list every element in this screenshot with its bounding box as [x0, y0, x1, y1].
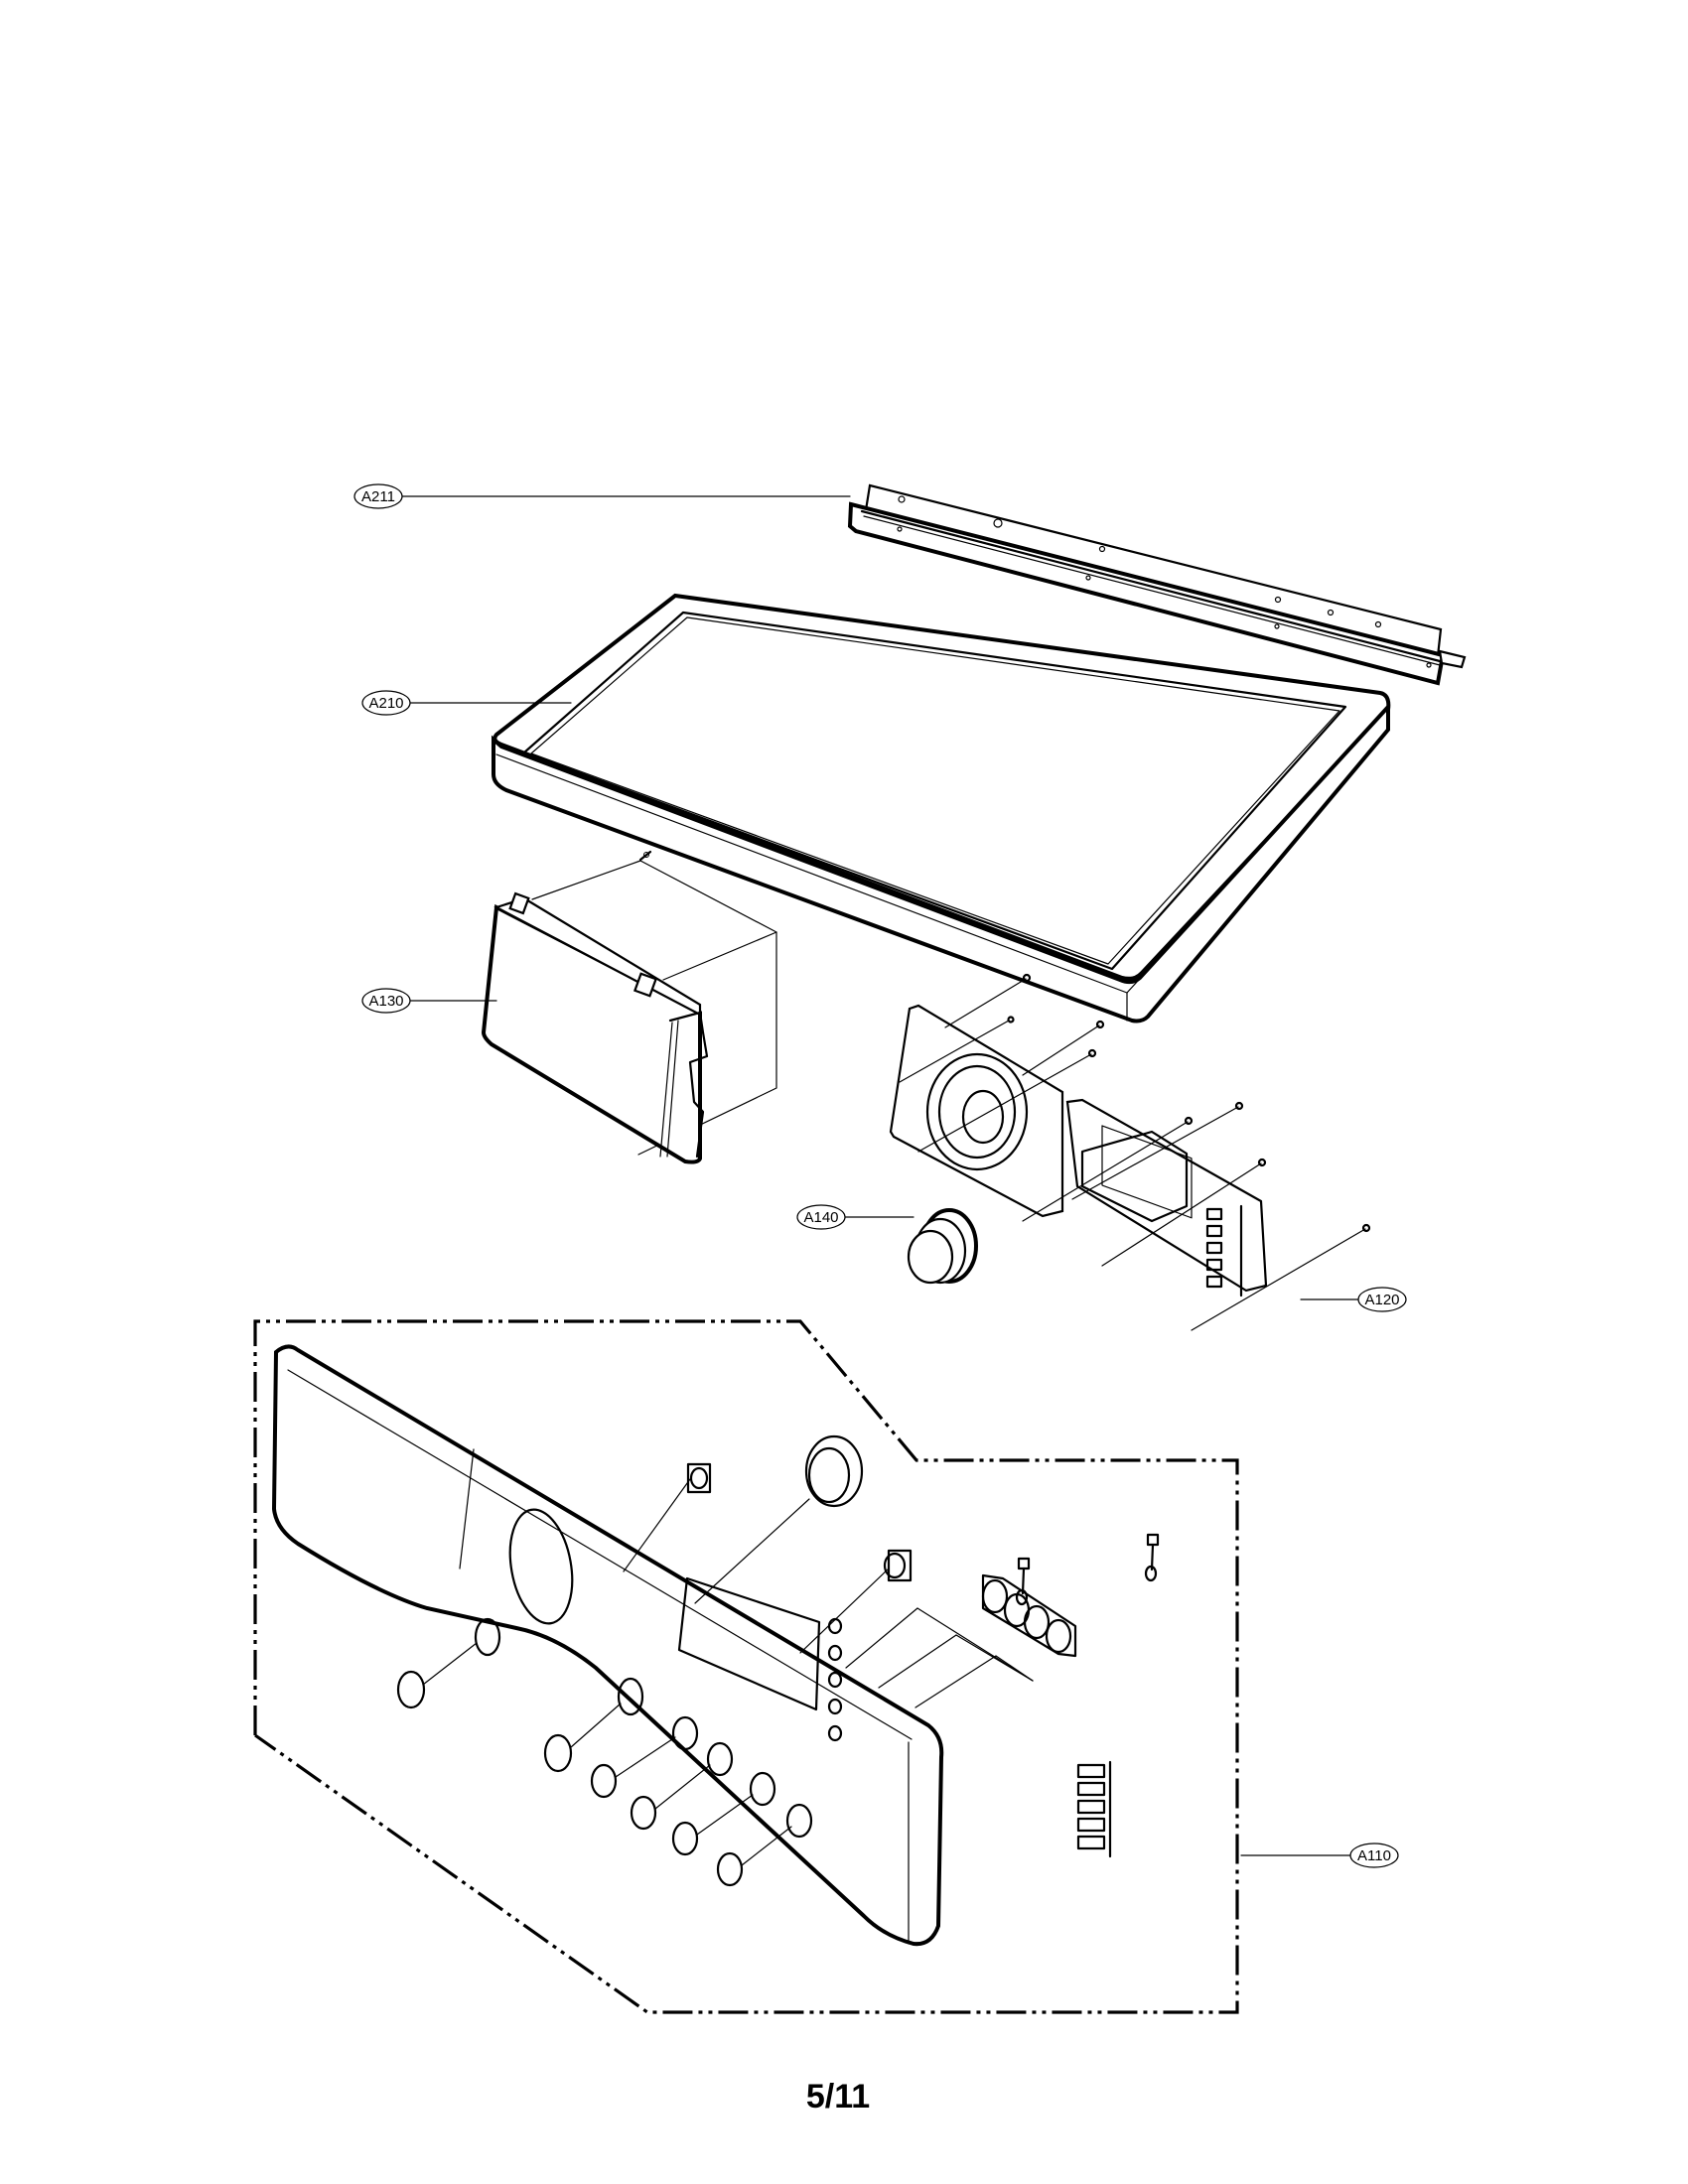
- screw-icon: [638, 850, 652, 862]
- part-a210-top-plate: [492, 593, 1391, 1024]
- callout-a140: A140: [796, 1204, 914, 1230]
- part-a211-bracket: [847, 483, 1467, 686]
- part-a140-knob: [907, 1208, 978, 1285]
- part-a120-pcb: [889, 973, 1371, 1331]
- callout-a130: A130: [361, 988, 497, 1014]
- part-a110-group-boundary: [253, 1319, 1239, 2014]
- screw-icon: [899, 978, 1366, 1331]
- callout-a211: A211: [353, 483, 851, 509]
- part-a110-control-panel: [271, 1344, 1160, 1947]
- callout-a110: A110: [1240, 1843, 1399, 1868]
- callout-label-a210: A210: [368, 695, 403, 712]
- callout-label-a120: A120: [1364, 1292, 1399, 1308]
- callout-a120: A120: [1300, 1287, 1407, 1312]
- callout-label-a211: A211: [361, 488, 395, 505]
- callout-label-a130: A130: [368, 993, 403, 1010]
- callout-label-a140: A140: [803, 1209, 838, 1226]
- page-number-text: 5/11: [805, 2078, 871, 2116]
- page-number: 5/11: [0, 2078, 1688, 2116]
- part-a130-drawer: [481, 850, 777, 1164]
- callout-a210: A210: [361, 690, 572, 716]
- callout-label-a110: A110: [1357, 1847, 1391, 1864]
